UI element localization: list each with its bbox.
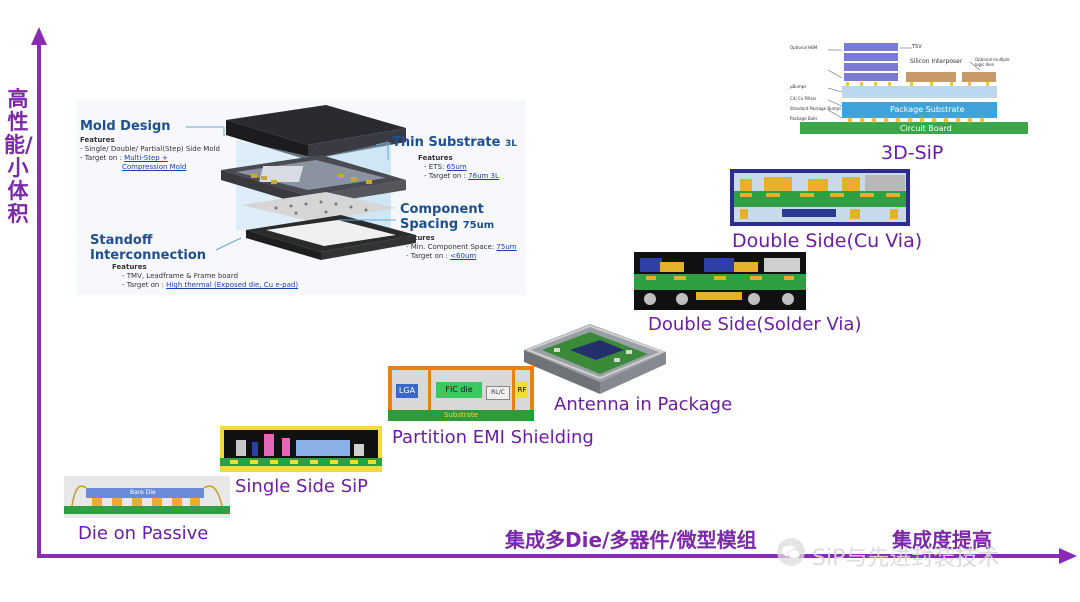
thin-target-prefix: - Target on : (424, 172, 469, 180)
standoff-features-head: Features (112, 263, 147, 271)
mold-feature: - Single/ Double/ Partial(Step) Side Mol… (80, 145, 220, 153)
die-on-passive-graphic: Bare Die (64, 476, 230, 518)
silicon-interposer-label: Silicon Interposer (910, 58, 963, 65)
double-side-solder-via-graphic (634, 252, 806, 310)
stage-label-double-solder: Double Side(Solder Via) (648, 314, 862, 335)
thin-ets-value: 65um (446, 163, 467, 171)
standard-bumps-label: Standard Package Bumps (790, 106, 842, 111)
partition-rf: RF (516, 382, 528, 398)
stage-label-3d-sip: 3D-SiP (881, 142, 944, 164)
thin-target-value: 76um 3L (468, 172, 499, 180)
cu-pillars-label: C4/ Cu Pillars (790, 96, 817, 101)
comp-min-value: 75um (496, 243, 517, 251)
thin-substrate-suffix: 3L (504, 139, 517, 149)
thin-features-head: Features (418, 154, 453, 162)
comp-features-head: Features (400, 234, 435, 242)
mold-target: - Target on : Multi-Step + (80, 154, 168, 162)
mold-target-1: Multi-Step + (124, 154, 168, 162)
thin-target: - Target on : 76um 3L (424, 172, 499, 180)
component-title-1: Component (400, 202, 484, 217)
single-side-sip-graphic (220, 426, 382, 472)
thin-ets-prefix: - ETS: (424, 163, 447, 171)
tsv-label: TSV (912, 44, 922, 50)
comp-min-prefix: - Min. Component Space: (406, 243, 497, 251)
watermark-text: SiP与先进封装技术 (812, 546, 1000, 571)
standoff-target-prefix: - Target on : (122, 281, 167, 289)
partition-rlc: RL/C (486, 386, 510, 400)
y-axis-label: 高性能/小体积 (4, 87, 33, 226)
stage-label-die-on-passive: Die on Passive (78, 523, 209, 544)
mold-features-head: Features (80, 136, 115, 144)
mold-target-prefix: - Target on : (80, 154, 125, 162)
y-axis-arrow (31, 27, 47, 45)
optional-hbm: Optional HBM (790, 45, 818, 50)
comp-target-prefix: - Target on : (406, 252, 451, 260)
partition-lga: LGA (396, 384, 418, 398)
package-substrate-label: Package Substrate (890, 105, 965, 114)
package-balls-label: Package Balls (790, 116, 818, 121)
ubumps-label: μBumps (790, 84, 807, 89)
mold-design-title: Mold Design (80, 119, 171, 134)
component-spacing-title: Component Spacing 75um (400, 202, 494, 233)
standoff-target-value: High thermal (Exposed die, Cu e-pad) (166, 281, 299, 289)
stage-label-antenna: Antenna in Package (554, 394, 733, 415)
stage-label-double-cu: Double Side(Cu Via) (732, 230, 923, 252)
comp-target: - Target on : <60um (406, 252, 476, 260)
partition-fic: FIC die (436, 382, 482, 398)
comp-min: - Min. Component Space: 75um (406, 243, 517, 251)
exploded-view: Mold Design Features - Single/ Double/ P… (76, 100, 526, 295)
circuit-board-label: Circuit Board (900, 124, 952, 133)
mold-target-2: Compression Mold (122, 163, 187, 171)
thin-ets: - ETS: 65um (424, 163, 467, 171)
wechat-icon (777, 538, 805, 566)
standoff-title-1: Standoff (90, 233, 153, 248)
standoff-target: - Target on : High thermal (Exposed die,… (122, 281, 298, 289)
double-side-cu-via-graphic (730, 169, 910, 226)
x-axis-label: 集成多Die/多器件/微型模组 (505, 528, 757, 552)
x-trend-label: 集成度提高 (892, 528, 992, 552)
thin-substrate-title: Thin Substrate 3L (392, 135, 517, 150)
stage-label-single-side: Single Side SiP (235, 476, 368, 497)
comp-target-value: <60um (450, 252, 477, 260)
x-axis-arrow (1059, 548, 1077, 564)
thin-substrate-label: Thin Substrate (392, 135, 501, 150)
standoff-feature: - TMV, Leadframe & Frame board (122, 272, 239, 280)
stage-label-partition: Partition EMI Shielding (392, 427, 594, 448)
antenna-in-package-graphic (524, 324, 666, 394)
partition-emi-graphic: LGA FIC die RL/C RF Substrate (388, 366, 534, 421)
component-title-2: Spacing (400, 217, 459, 232)
exploded-package-graphic (76, 100, 526, 295)
standoff-title-2: Interconnection (90, 248, 207, 263)
bare-die-label: Bare Die (130, 489, 156, 496)
standoff-title: Standoff Interconnection (90, 233, 206, 263)
component-value: 75um (462, 220, 495, 231)
stack-3d-diagram: Optional HBM μBumps C4/ Cu Pillars Stand… (790, 40, 1030, 136)
partition-substrate: Substrate (388, 410, 534, 421)
optional-multiple-label: Optional multiple logic dies (975, 57, 1010, 67)
